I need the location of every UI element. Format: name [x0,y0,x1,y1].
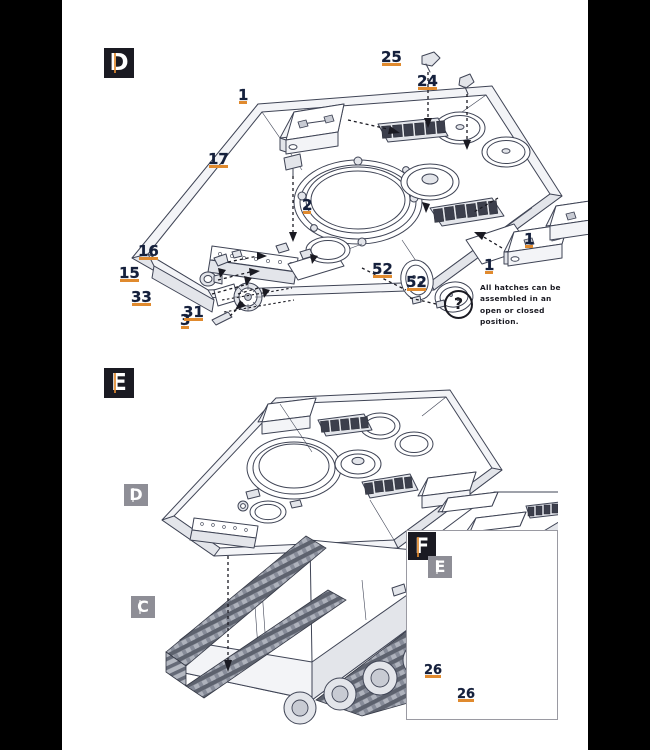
part-number-24: 24 [417,72,438,90]
part-number-15: 15 [119,264,140,282]
letterbox-right [588,0,650,750]
part-number-16: 16 [138,242,159,260]
question-mark-icon: ? [444,290,473,320]
part-31-sprocket [233,282,263,312]
grille-vent-a [377,117,449,143]
part-number-2: 2 [302,196,313,214]
subassembly-ref-c: C [131,596,155,618]
part-number-1-right-b: 1 [524,230,535,248]
part-24-clip [458,73,475,95]
part-25-clip [421,51,441,73]
hatch-note-text: All hatches can be assembled in an open … [480,283,561,327]
part-number-33: 33 [131,288,152,306]
part-number-52-b: 52 [406,273,427,291]
part-1-box-top [279,103,345,155]
part-3-pin [211,311,233,326]
part-number-52-a: 52 [372,260,393,278]
part-17 [283,153,303,177]
grille-vent-b [429,197,505,227]
part-number-1-right-a: 1 [484,256,495,274]
part-number-1: 1 [238,86,249,104]
part-number-31: 31 [183,303,204,321]
instruction-sheet: .ln{fill:none;stroke:#3f4455;stroke-widt… [62,0,588,750]
letterbox-left [0,0,62,750]
step-badge-e: E [104,368,134,398]
track-left [165,535,347,699]
hatch-note: ? All hatches can be assembled in an ope… [444,282,576,328]
part-number-25: 25 [381,48,402,66]
part-number-17: 17 [208,150,229,168]
part-1-box-right-b [545,200,588,241]
part-33 [213,283,239,307]
step-badge-d: D [104,48,134,78]
part-number-26-b: 26 [457,687,476,702]
subassembly-ref-d: D [124,484,148,506]
part-1-box-right-a [503,223,569,267]
step-badge-f: F [408,532,436,560]
part-number-26-a: 26 [424,663,443,678]
part-16 [213,253,229,267]
subassembly-ref-e: E [428,556,452,578]
part-15 [199,271,223,287]
